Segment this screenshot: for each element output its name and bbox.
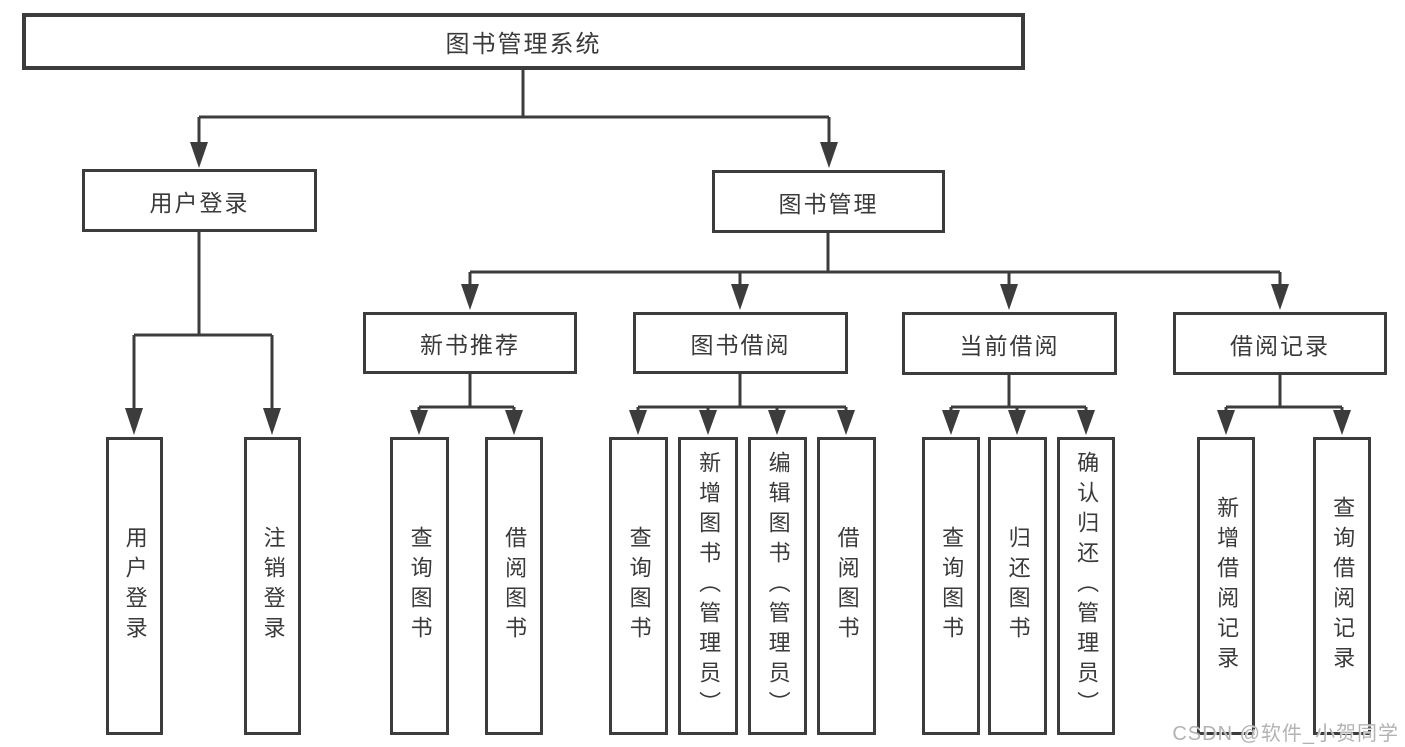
edge-book-mgmt-to-level2: [468, 233, 1282, 286]
leaf-return-books: 归还图书: [988, 437, 1047, 735]
edge-book-borrow-to-leaves: [636, 374, 848, 411]
node-current-borrow-label: 当前借阅: [959, 332, 1060, 359]
leaf-logout: 注销登录: [244, 437, 301, 735]
leaf-add-books-admin-label: 新增图书（管理员）: [696, 451, 722, 721]
node-user-login: 用户登录: [82, 169, 317, 232]
leaf-confirm-return-admin: 确认归还（管理员）: [1057, 437, 1115, 735]
node-current-borrow: 当前借阅: [902, 312, 1117, 375]
leaf-add-borrow-record-label: 新增借阅记录: [1214, 496, 1240, 676]
leaf-confirm-return-admin-label: 确认归还（管理员）: [1074, 451, 1100, 721]
leaf-user-login-label: 用户登录: [122, 526, 148, 646]
leaf-add-books-admin: 新增图书（管理员）: [678, 437, 738, 735]
leaf-query-books-3-label: 查询图书: [939, 526, 965, 646]
leaf-borrow-books-1-label: 借阅图书: [502, 526, 528, 646]
leaf-query-borrow-record-label: 查询借阅记录: [1330, 496, 1356, 676]
leaf-edit-books-admin-label: 编辑图书（管理员）: [765, 451, 791, 721]
node-book-borrow-label: 图书借阅: [690, 332, 791, 358]
leaf-logout-label: 注销登录: [260, 526, 286, 646]
leaf-return-books-label: 归还图书: [1005, 526, 1031, 646]
leaf-borrow-books-2: 借阅图书: [817, 437, 876, 735]
leaf-query-books-2: 查询图书: [609, 437, 668, 735]
node-root: 图书管理系统: [22, 13, 1025, 70]
leaf-borrow-books-1: 借阅图书: [485, 437, 543, 735]
node-book-borrow: 图书借阅: [633, 312, 848, 374]
node-book-management-label: 图书管理: [778, 190, 879, 217]
watermark: CSDN @软件_小贺同学: [1172, 723, 1399, 745]
leaf-query-borrow-record: 查询借阅记录: [1313, 437, 1371, 735]
leaf-borrow-books-2-label: 借阅图书: [834, 526, 860, 646]
leaf-add-borrow-record: 新增借阅记录: [1197, 437, 1255, 735]
edge-user-login-to-leaves: [132, 232, 274, 410]
leaf-query-books-1-label: 查询图书: [407, 526, 433, 646]
leaf-query-books-3: 查询图书: [922, 437, 980, 735]
node-root-label: 图书管理系统: [445, 31, 602, 58]
edge-current-borrow-to-leaves: [949, 374, 1088, 411]
node-new-book-recommend: 新书推荐: [363, 312, 577, 374]
edge-borrow-record-to-leaves: [1224, 374, 1344, 411]
node-borrow-records-label: 借阅记录: [1230, 332, 1330, 359]
leaf-query-books-1: 查询图书: [390, 437, 449, 735]
edge-root-to-level1: [197, 70, 831, 144]
arrowheads: [125, 142, 1351, 435]
node-book-management: 图书管理: [712, 170, 945, 233]
edge-new-book-to-leaves: [417, 374, 516, 411]
leaf-user-login: 用户登录: [106, 437, 163, 735]
node-borrow-records: 借阅记录: [1173, 312, 1387, 375]
node-user-login-label: 用户登录: [149, 189, 250, 216]
node-new-book-recommend-label: 新书推荐: [420, 332, 520, 358]
leaf-edit-books-admin: 编辑图书（管理员）: [748, 437, 807, 735]
leaf-query-books-2-label: 查询图书: [626, 526, 652, 646]
